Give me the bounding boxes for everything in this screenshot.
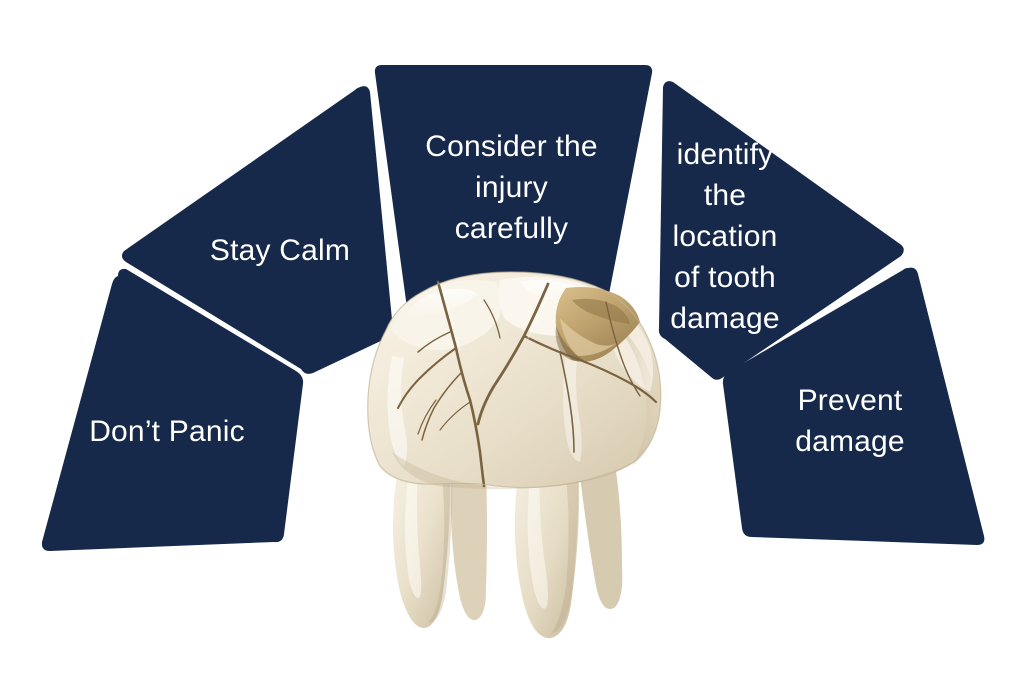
tooth-crown bbox=[367, 271, 662, 489]
tooth-cracks bbox=[397, 280, 658, 488]
panel-shape-prevent[interactable] bbox=[722, 267, 985, 545]
panel-shape-stay-calm[interactable] bbox=[121, 86, 394, 374]
tooth-roots bbox=[393, 455, 623, 639]
panel-shape-consider[interactable] bbox=[374, 65, 653, 338]
panel-shape-identify[interactable] bbox=[658, 81, 904, 380]
panel-shape-dont-panic[interactable] bbox=[41, 268, 304, 551]
